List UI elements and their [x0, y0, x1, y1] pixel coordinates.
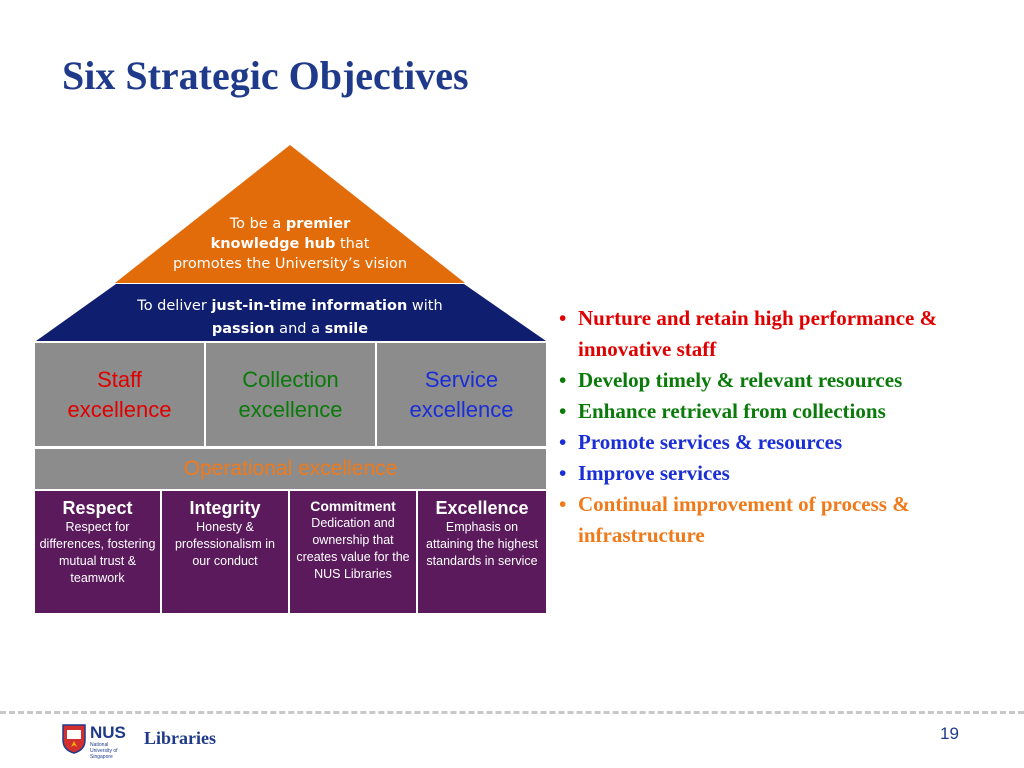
objective-item: •Nurture and retain high performance & i… [559, 306, 938, 361]
nus-crest-icon [62, 724, 86, 754]
roof-triangle [115, 145, 465, 283]
value-excellence: Excellence Emphasis on attaining the hig… [418, 491, 546, 613]
value-integrity: Integrity Honesty & professionalism in o… [162, 491, 288, 613]
operational-excellence-label: Operational excellence [183, 457, 398, 480]
value-respect: Respect Respect for differences, fosteri… [35, 491, 160, 613]
pillar-collection-excellence: Collection excellence [206, 343, 375, 446]
objective-item: •Improve services [559, 461, 730, 485]
footer-divider [0, 711, 1024, 714]
objective-item: •Enhance retrieval from collections [559, 399, 886, 423]
operational-excellence-bar: Operational excellence [35, 449, 546, 489]
objectives-list: •Nurture and retain high performance & i… [558, 303, 1018, 551]
roof-vision-text: To be a premier knowledge hub that promo… [172, 216, 408, 272]
objective-item: •Promote services & resources [559, 430, 843, 454]
page-number: 19 [940, 724, 959, 743]
mission-band-text: To deliver just-in-time information with… [137, 298, 443, 337]
band-trapezoid [36, 284, 546, 341]
pillar-staff-excellence: Staff excellence [35, 343, 204, 446]
value-commitment: Commitment Dedication and ownership that… [290, 491, 416, 613]
objective-item: •Continual improvement of process & infr… [559, 492, 910, 547]
slide-title: Six Strategic Objectives [62, 53, 469, 98]
pillar-service-excellence: Service excellence [377, 343, 546, 446]
objective-item: •Develop timely & relevant resources [559, 368, 903, 392]
nus-logo-text: NUS [90, 723, 126, 742]
libraries-label: Libraries [144, 728, 216, 748]
nus-logo-subtext: National University of Singapore [90, 742, 118, 760]
